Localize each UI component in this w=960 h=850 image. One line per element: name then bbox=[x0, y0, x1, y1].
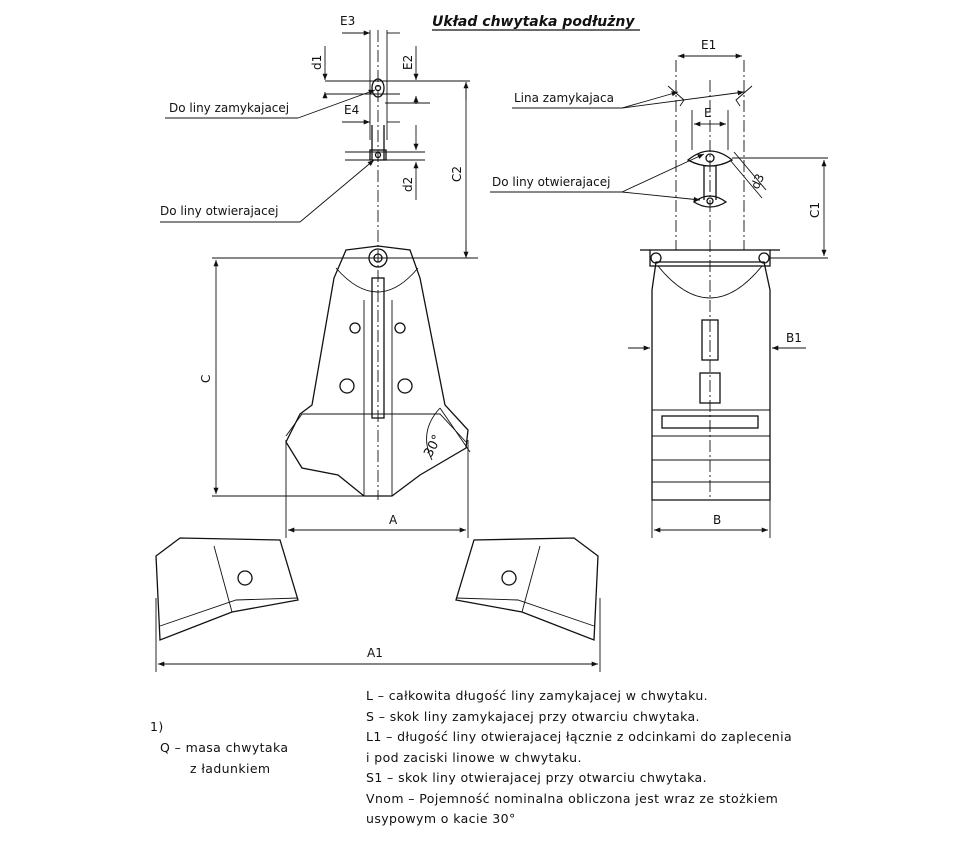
upper-shackle bbox=[371, 78, 385, 98]
bucket-lip-line bbox=[285, 413, 467, 443]
footnote-line-2: z ładunkiem bbox=[190, 761, 271, 776]
footnote-line-1: Q – masa chwytaka bbox=[160, 740, 289, 755]
callout-opening-line: Do liny otwierajacej bbox=[160, 204, 278, 218]
callout-rope-leader-2 bbox=[621, 90, 745, 109]
d3-leader bbox=[729, 159, 763, 199]
label-e3: E3 bbox=[340, 14, 355, 28]
head-pin bbox=[368, 248, 388, 268]
note-line: S – skok liny zamykajacej przy otwarciu … bbox=[366, 708, 700, 724]
label-e1: E1 bbox=[701, 38, 716, 52]
note-line: i pod zaciski linowe w chwytaku. bbox=[366, 749, 582, 765]
label-e4: E4 bbox=[344, 103, 359, 117]
bolt-lower-right bbox=[397, 378, 413, 394]
bolt-upper-right bbox=[394, 322, 406, 334]
label-e: E bbox=[704, 106, 712, 120]
open-jaw-right-pin bbox=[501, 570, 517, 586]
front-slot-upper bbox=[701, 319, 719, 361]
bolt-upper-left bbox=[349, 322, 361, 334]
callout-rope-leader bbox=[621, 91, 679, 109]
note-line: Vnom – Pojemność nominalna obliczona jes… bbox=[366, 790, 779, 806]
note-line: S1 – skok liny otwierajacej przy otwarci… bbox=[366, 770, 707, 785]
label-a: A bbox=[389, 513, 398, 527]
label-e2: E2 bbox=[401, 55, 415, 70]
grab-head-arc bbox=[335, 267, 419, 293]
callout-closing-leader bbox=[297, 89, 376, 119]
head-pin-hole bbox=[373, 253, 383, 263]
open-jaw-left bbox=[155, 537, 299, 641]
label-d1: d1 bbox=[310, 55, 324, 70]
open-jaw-right bbox=[455, 537, 599, 641]
front-window bbox=[661, 415, 759, 429]
open-jaw-right-rib bbox=[521, 545, 541, 613]
footnote-marker: 1) bbox=[150, 719, 164, 734]
left-view: E3 d1 E2 E4 d2 bbox=[155, 14, 601, 672]
open-jaw-left-rib bbox=[213, 545, 233, 613]
note-line: L – całkowita długość liny zamykajacej w… bbox=[366, 688, 709, 703]
callout-closing-line: Do liny zamykajacej bbox=[169, 101, 289, 115]
notes-block: L – całkowita długość liny zamykajacej w… bbox=[366, 686, 886, 830]
label-d2: d2 bbox=[401, 177, 415, 192]
label-angle: 30° bbox=[421, 432, 445, 459]
rope-end-right bbox=[735, 85, 753, 107]
grab-body-side-view bbox=[285, 245, 469, 497]
upper-shackle-pin bbox=[374, 84, 382, 92]
note-line: usypowym o kacie 30° bbox=[366, 811, 516, 826]
label-b1: B1 bbox=[786, 331, 802, 345]
label-c2: C2 bbox=[450, 166, 464, 182]
front-slot-lower bbox=[699, 372, 721, 404]
lower-shackle-pin bbox=[374, 151, 382, 159]
angle-ray bbox=[439, 407, 471, 453]
right-view: E1 E Lina zamykajaca d3 Do liny otwieraj… bbox=[490, 38, 828, 538]
front-head-arc bbox=[657, 265, 763, 299]
lower-sheave-pin bbox=[706, 197, 714, 205]
bolt-lower-left bbox=[339, 378, 355, 394]
label-b: B bbox=[713, 513, 721, 527]
callout-opening-leader bbox=[299, 159, 375, 223]
top-sheave bbox=[686, 150, 734, 167]
top-sheave-pin bbox=[705, 153, 715, 163]
callout-opening-right-leader-2 bbox=[621, 191, 701, 202]
open-jaw-left-pin bbox=[237, 570, 253, 586]
label-c1: C1 bbox=[808, 202, 822, 218]
note-line: L1 – długość liny otwierajacej łącznie z… bbox=[366, 729, 793, 744]
callout-opening-rope: Do liny otwierajacej bbox=[492, 175, 610, 189]
open-jaw-right-lip bbox=[455, 597, 595, 627]
label-d3: d3 bbox=[748, 172, 767, 192]
central-column bbox=[371, 277, 385, 419]
angle-arc bbox=[426, 407, 441, 461]
top-crossbar bbox=[649, 249, 771, 267]
label-a1: A1 bbox=[367, 646, 383, 660]
label-c: C bbox=[199, 375, 213, 383]
callout-closing-rope: Lina zamykajaca bbox=[514, 91, 614, 105]
footnote: 1) Q – masa chwytaka z ładunkiem bbox=[150, 716, 288, 779]
lower-sheave bbox=[692, 195, 728, 208]
drawing-title: Układ chwytaka podłużny bbox=[432, 14, 635, 30]
open-jaw-left-lip bbox=[159, 597, 299, 627]
callout-opening-right-leader bbox=[621, 153, 705, 193]
